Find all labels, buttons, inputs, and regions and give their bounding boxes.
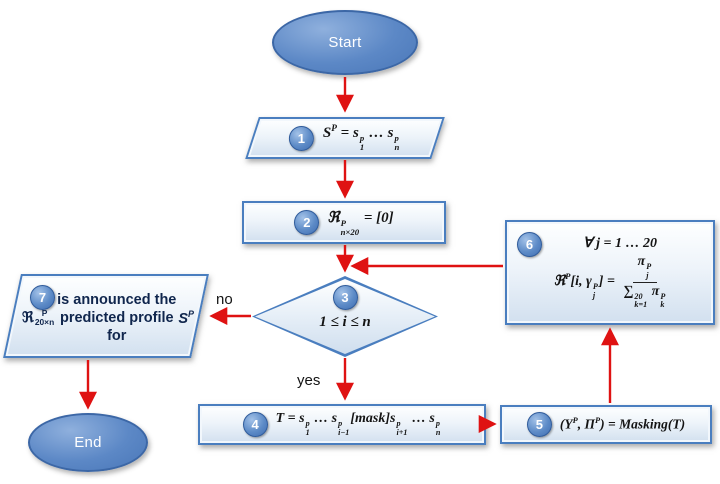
step-number-badge: 6 [517, 232, 542, 257]
no-branch-label: no [216, 291, 233, 308]
masking-call-node: 5 (ΥP, ΠP) = Masking(T) [500, 405, 712, 444]
step-number-badge: 5 [526, 412, 552, 437]
start-label: Start [328, 34, 362, 51]
end-label: End [74, 434, 102, 451]
step-number-badge: 3 [332, 285, 358, 310]
step-number-badge: 4 [242, 412, 268, 437]
step6-line1: ∀ j = 1 … 20 [583, 236, 657, 252]
step3-condition: 1 ≤ i ≤ n [319, 314, 371, 330]
loop-condition-node: 3 1 ≤ i ≤ n [252, 276, 438, 357]
step-number-badge: 1 [289, 125, 315, 151]
start-node: Start [272, 10, 418, 75]
step5-formula: (ΥP, ΠP) = Masking(T) [559, 416, 686, 432]
step-number-badge: 2 [294, 210, 320, 235]
yes-branch-label: yes [297, 372, 321, 389]
end-node: End [28, 413, 148, 472]
